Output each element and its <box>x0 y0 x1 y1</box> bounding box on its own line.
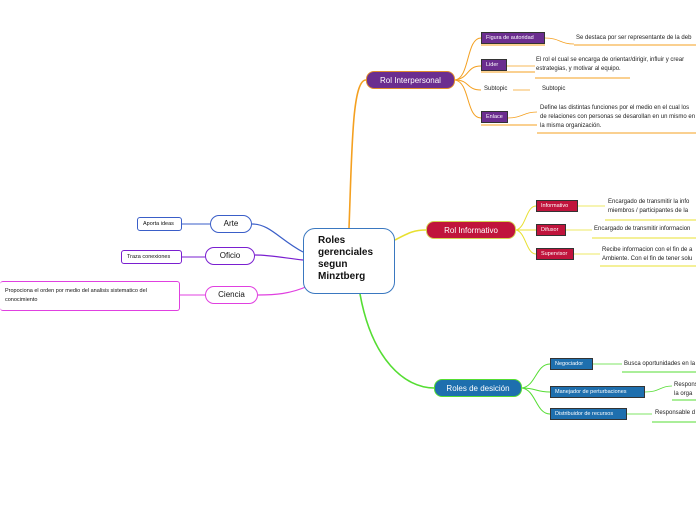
detail-difusor: Encargado de transmitir informacion <box>594 226 691 232</box>
subtopic-difusor[interactable]: Difusor <box>536 224 566 236</box>
subtopic-negociador[interactable]: Negociador <box>550 358 593 370</box>
detail-figura-autoridad: Se destaca por ser representante de la d… <box>576 35 692 41</box>
detail-negociador: Busca oportunidades en la <box>624 361 696 367</box>
subtopic-figura-autoridad[interactable]: Figura de autoridad <box>481 32 545 44</box>
subtopic-informativo[interactable]: Informativo <box>536 200 578 212</box>
subtopic-distribuidor-recursos[interactable]: Distribuidor de recursos <box>550 408 627 420</box>
left-topic-arte[interactable]: Arte <box>210 215 252 233</box>
left-topic-ciencia[interactable]: Ciencia <box>205 286 258 304</box>
main-topic-informativo[interactable]: Rol Informativo <box>426 221 516 239</box>
left-detail-oficio[interactable]: Traza conexiones <box>121 250 182 264</box>
detail-subtopic: Subtopic <box>542 86 566 92</box>
subtopic-lider[interactable]: Lider <box>481 59 507 71</box>
detail-enlace: Define las distintas funciones por el me… <box>540 105 696 129</box>
detail-informativo: Encargado de transmitir la info miembros… <box>608 199 690 214</box>
subtopic-manejador-perturbaciones[interactable]: Manejador de perturbaciones <box>550 386 645 398</box>
detail-distribuidor-recursos: Responsable d <box>655 410 696 416</box>
main-topic-interpersonal[interactable]: Rol Interpersonal <box>366 71 455 89</box>
left-topic-oficio[interactable]: Oficio <box>205 247 255 265</box>
main-topic-decision[interactable]: Roles de desición <box>434 379 522 397</box>
subtopic-subtopic[interactable]: Subtopic <box>484 86 508 92</box>
subtopic-supervisor[interactable]: Supervisor <box>536 248 574 260</box>
left-detail-ciencia[interactable]: Propociona el orden por medio del analis… <box>0 281 180 311</box>
detail-lider: El rol el cual se encarga de orientar/di… <box>536 57 685 72</box>
central-topic[interactable]: Roles gerenciales segun Minztberg <box>303 228 395 294</box>
detail-manejador-perturbaciones: Respons la orga <box>674 382 696 397</box>
detail-supervisor: Recibe informacion con el fin de a Ambie… <box>602 247 693 262</box>
left-detail-arte[interactable]: Aporta ideas <box>137 217 182 231</box>
subtopic-enlace[interactable]: Enlace <box>481 111 508 123</box>
